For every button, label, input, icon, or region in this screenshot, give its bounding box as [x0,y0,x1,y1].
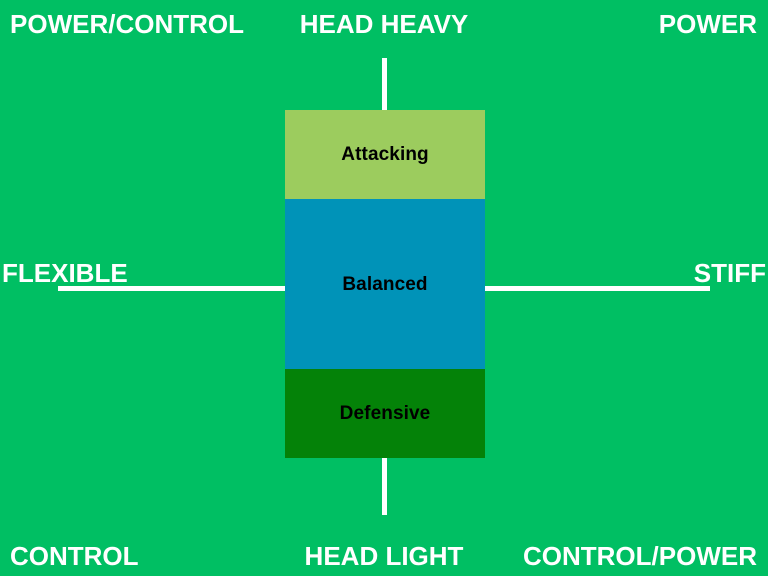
zone-defensive[interactable]: Defensive [285,369,485,458]
axis-label-flexible: FLEXIBLE [2,258,128,288]
axis-label-stiff: STIFF [693,258,766,288]
zone-attacking[interactable]: Attacking [285,110,485,199]
quadrant-label-top-left: POWER/CONTROL [10,9,244,39]
zone-defensive-label: Defensive [339,403,431,424]
axis-label-head-heavy: HEAD HEAVY [299,9,469,39]
zone-attacking-label: Attacking [341,144,429,165]
zone-balanced[interactable]: Balanced [285,199,485,369]
quadrant-label-top-right: POWER [658,9,757,39]
quadrant-label-bottom-right: CONTROL/POWER [523,541,757,571]
axis-label-head-light: HEAD LIGHT [304,541,464,571]
zone-balanced-label: Balanced [342,273,428,295]
quadrant-label-bottom-left: CONTROL [10,541,139,571]
play-style-zone-stack: Attacking Balanced Defensive [285,110,485,458]
